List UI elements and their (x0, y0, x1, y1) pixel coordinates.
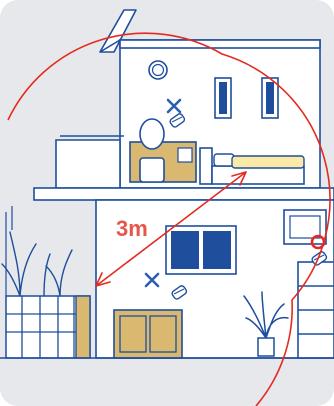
upper-window-left-glass (219, 82, 227, 114)
ground (0, 370, 334, 406)
vanity-mirror (140, 119, 164, 149)
upper-ceiling-band (120, 40, 320, 48)
lower-window-pane-right (203, 231, 231, 269)
lower-window-pane-left (171, 231, 199, 269)
wall-clock-icon (149, 61, 167, 79)
garden-fence (6, 296, 90, 358)
bed-pillow (214, 154, 234, 166)
balcony-block (56, 140, 120, 188)
bed-headboard (200, 148, 212, 184)
sideboard (114, 310, 182, 358)
vanity-stool (140, 158, 164, 182)
upper-window-right-glass (266, 82, 274, 114)
bed-cover (232, 156, 304, 168)
vanity-drawer (178, 148, 192, 162)
distance-label: 3m (116, 218, 148, 240)
floor-slab (34, 188, 334, 200)
